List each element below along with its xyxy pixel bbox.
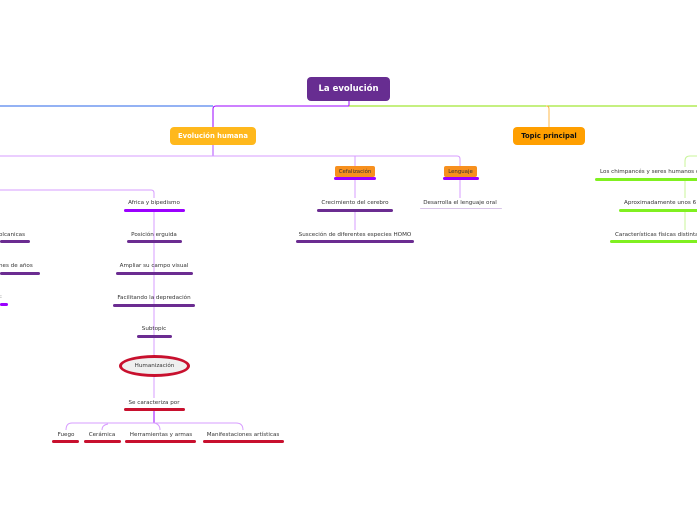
subtopic-underline <box>124 209 185 212</box>
subtopic-underline <box>619 209 697 212</box>
subtopic-posicion-erguida[interactable]: Posición erguida <box>131 232 177 238</box>
subtopic-underline <box>595 178 697 181</box>
subtopic-africa-bipedismo[interactable]: Africa y bipedismo <box>128 200 180 206</box>
cefalizacion-node[interactable]: Cefalización <box>335 166 375 177</box>
item-manifestaciones-artisticas[interactable]: Manifestaciones artísticas <box>206 432 280 438</box>
subtopic-underline <box>137 335 172 338</box>
item-underline <box>52 440 79 443</box>
topic-evolucion-humana[interactable]: Evolución humana <box>170 127 256 145</box>
item-underline <box>125 440 196 443</box>
subtopic-caracteristicas-fisicas[interactable]: Características físicas distinta <box>615 232 697 238</box>
subtopic-partial[interactable]: nes de años <box>0 263 33 269</box>
item-underline <box>84 440 121 443</box>
item-ceramica[interactable]: Cerámica <box>88 432 116 438</box>
subtopic-partial[interactable]: olcanicas <box>0 232 25 238</box>
subtopic-generic[interactable]: Subtopic <box>141 326 167 332</box>
topic-label: Topic principal <box>521 132 577 140</box>
node-underline <box>443 177 479 180</box>
subtopic-susecion-especies-homo[interactable]: Susceción de diferentes especies HOMO <box>298 232 412 238</box>
subtopic-crecimiento-cerebro[interactable]: Crecimiento del cerebro <box>321 200 389 206</box>
subtopic-underline <box>420 208 502 209</box>
subtopic-underline <box>317 209 393 212</box>
subtopic-aproximadamente[interactable]: Aproximadamente unos 6 <box>624 200 697 206</box>
subtopic-underline <box>0 303 8 306</box>
subtopic-facilitando-depredacion[interactable]: Facilitando la depredación <box>117 295 191 301</box>
lenguaje-node[interactable]: Lenguaje <box>444 166 477 177</box>
subtopic-partial[interactable]: : <box>0 294 2 300</box>
item-herramientas-armas[interactable]: Herramientas y armas <box>129 432 193 438</box>
node-underline <box>334 177 376 180</box>
root-label: La evolución <box>318 84 379 94</box>
humanizacion-label: Humanización <box>134 363 175 369</box>
subtopic-underline <box>296 240 414 243</box>
subtopic-chimpances-humanos[interactable]: Los chimpancés y seres humanos c <box>600 169 697 175</box>
subtopic-underline <box>0 272 40 275</box>
topic-principal[interactable]: Topic principal <box>513 127 585 145</box>
subtopic-underline <box>116 272 193 275</box>
subtopic-underline <box>113 304 195 307</box>
subtopic-underline <box>127 240 182 243</box>
subtopic-se-caracteriza-por[interactable]: Se caracteriza por <box>128 400 180 406</box>
subtopic-underline <box>0 240 30 243</box>
subtopic-underline <box>610 240 697 243</box>
topic-label: Evolución humana <box>178 132 248 140</box>
lenguaje-label: Lenguaje <box>448 168 473 175</box>
subtopic-underline <box>124 408 185 411</box>
item-fuego[interactable]: Fuego <box>57 432 75 438</box>
subtopic-ampliar-campo-visual[interactable]: Ampliar su campo visual <box>119 263 189 269</box>
humanizacion-node[interactable]: Humanización <box>119 355 190 377</box>
cefalizacion-label: Cefalización <box>338 168 372 175</box>
subtopic-desarrolla-lenguaje-oral[interactable]: Desarrolla el lenguaje oral <box>423 200 497 206</box>
item-underline <box>203 440 284 443</box>
root-node[interactable]: La evolución <box>307 77 390 101</box>
